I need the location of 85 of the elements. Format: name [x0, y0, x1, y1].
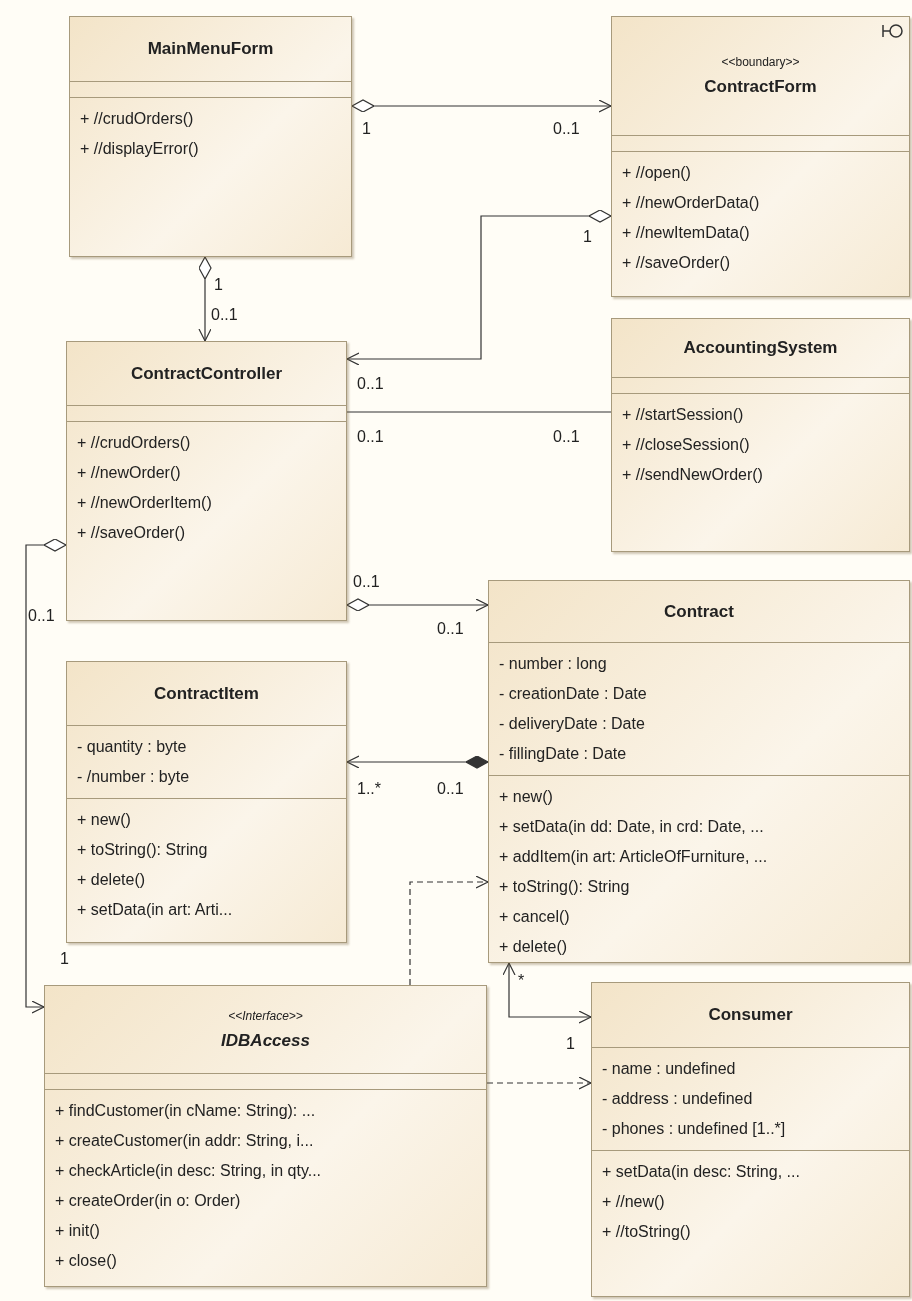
dependency-arrow	[409, 875, 489, 986]
class-box	[66, 661, 347, 943]
multiplicity-label: 0..1	[211, 306, 238, 324]
operation-text: + //newOrderData()	[622, 193, 761, 213]
operation-text: + toString(): String	[499, 877, 631, 897]
multiplicity-label: 0..1	[357, 428, 384, 446]
multiplicity-label: 1	[362, 120, 371, 138]
operation-text: + new()	[499, 787, 554, 807]
association-line	[198, 256, 212, 342]
operation-text: + //newOrderItem()	[77, 493, 213, 513]
multiplicity-label: 1	[583, 228, 592, 246]
class-name: Consumer	[708, 1005, 793, 1025]
stereotype-label: <<Interface>>	[228, 1008, 303, 1023]
operation-text: + setData(in art: Arti...	[77, 900, 234, 920]
multiplicity-label: 1	[60, 950, 69, 968]
attribute-text: - name : undefined	[602, 1059, 737, 1079]
multiplicity-label: 0..1	[437, 780, 464, 798]
operation-text: + setData(in dd: Date, in crd: Date, ...	[499, 817, 765, 837]
multiplicity-label: 0..1	[28, 607, 55, 625]
multiplicity-label: 0..1	[437, 620, 464, 638]
operation-text: + delete()	[499, 937, 569, 957]
association-line	[351, 99, 612, 113]
attribute-text: - phones : undefined [1..*]	[602, 1119, 787, 1139]
operation-text: + toString(): String	[77, 840, 209, 860]
operation-text: + createCustomer(in addr: String, i...	[55, 1131, 315, 1151]
class-name: MainMenuForm	[147, 39, 274, 59]
operation-text: + //displayError()	[80, 139, 200, 159]
association-line	[25, 538, 67, 1014]
multiplicity-label: 0..1	[553, 428, 580, 446]
operation-text: + //saveOrder()	[622, 253, 732, 273]
attribute-text: - /number : byte	[77, 767, 191, 787]
operation-text: + addItem(in art: ArticleOfFurniture, ...	[499, 847, 769, 867]
class-name: ContractForm	[704, 77, 817, 97]
association-line	[502, 962, 592, 1024]
operation-text: + delete()	[77, 870, 147, 890]
operation-text: + //toString()	[602, 1222, 692, 1242]
class-box	[611, 16, 910, 297]
attribute-text: - address : undefined	[602, 1089, 754, 1109]
class-name: IDBAccess	[221, 1030, 310, 1051]
attribute-text: - deliveryDate : Date	[499, 714, 646, 734]
attribute-text: - quantity : byte	[77, 737, 188, 757]
operation-text: + //closeSession()	[622, 435, 751, 455]
attribute-text: - creationDate : Date	[499, 684, 648, 704]
operation-text: + //crudOrders()	[80, 109, 195, 129]
multiplicity-label: 1..*	[357, 780, 381, 798]
operation-text: + //new()	[602, 1192, 666, 1212]
class-box	[591, 982, 910, 1297]
class-box	[488, 580, 910, 963]
attribute-text: - number : long	[499, 654, 608, 674]
operation-text: + checkArticle(in desc: String, in qty...	[55, 1161, 323, 1181]
class-name: Contract	[664, 601, 734, 622]
dependency-arrow	[486, 1076, 592, 1090]
operation-text: + //startSession()	[622, 405, 745, 425]
operation-text: + //newOrder()	[77, 463, 182, 483]
class-box	[66, 341, 347, 621]
operation-text: + init()	[55, 1221, 101, 1241]
class-box	[44, 985, 487, 1287]
association-line	[346, 411, 612, 413]
operation-text: + //crudOrders()	[77, 433, 192, 453]
multiplicity-label: *	[518, 972, 525, 990]
operation-text: + new()	[77, 810, 132, 830]
association-line	[346, 209, 612, 366]
multiplicity-label: 0..1	[357, 375, 384, 393]
operation-text: + //sendNewOrder()	[622, 465, 764, 485]
class-name: ContractController	[130, 363, 283, 384]
operation-text: + createOrder(in o: Order)	[55, 1191, 242, 1211]
operation-text: + //open()	[622, 163, 692, 183]
association-line	[346, 755, 489, 769]
operation-text: + findCustomer(in cName: String): ...	[55, 1101, 317, 1121]
class-box	[611, 318, 910, 552]
attribute-text: - fillingDate : Date	[499, 744, 628, 764]
association-line	[346, 598, 489, 612]
class-name: ContractItem	[154, 683, 259, 704]
multiplicity-label: 1	[566, 1035, 575, 1053]
multiplicity-label: 1	[214, 276, 223, 294]
operation-text: + cancel()	[499, 907, 571, 927]
operation-text: + setData(in desc: String, ...	[602, 1162, 801, 1182]
operation-text: + //newItemData()	[622, 223, 751, 243]
class-box	[69, 16, 352, 257]
operation-text: + //saveOrder()	[77, 523, 187, 543]
multiplicity-label: 0..1	[553, 120, 580, 138]
operation-text: + close()	[55, 1251, 118, 1271]
stereotype-label: <<boundary>>	[721, 55, 800, 69]
class-name: AccountingSystem	[683, 338, 838, 358]
multiplicity-label: 0..1	[353, 573, 380, 591]
